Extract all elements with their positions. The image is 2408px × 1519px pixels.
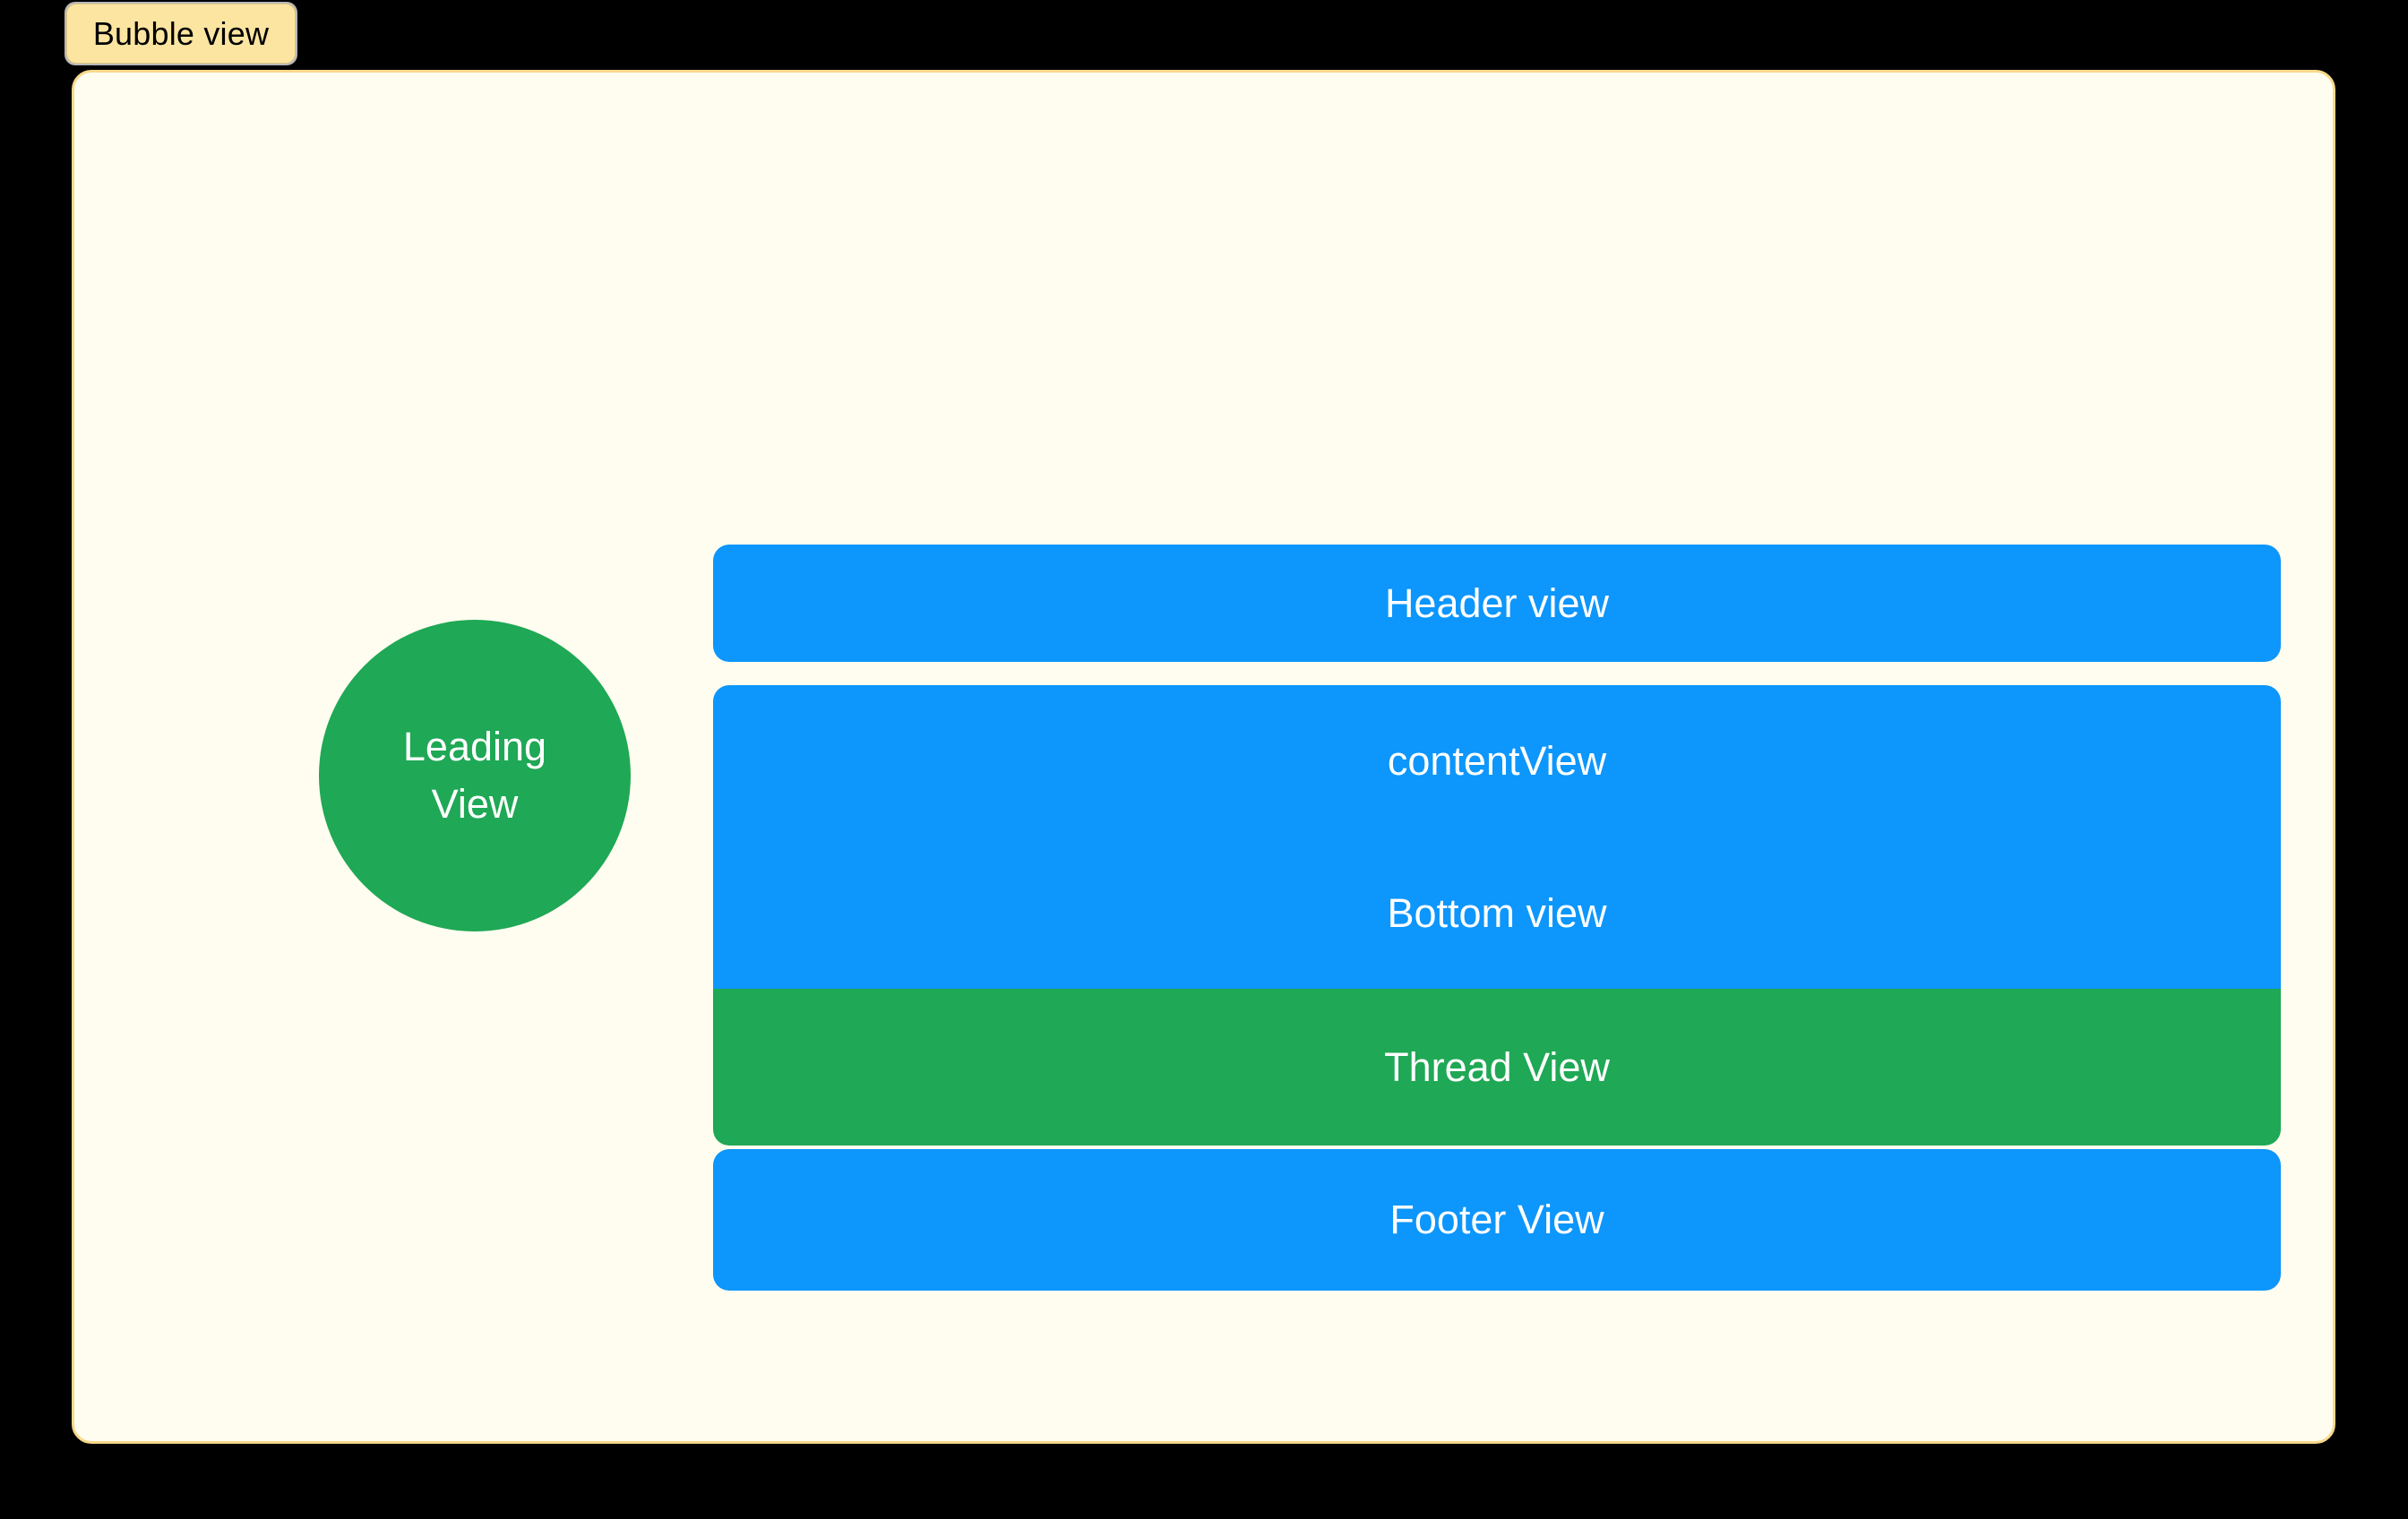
bubble-view-container: Leading View Header view contentView Bot… [72,70,2335,1444]
bubble-view-badge-label: Bubble view [66,4,296,64]
thread-view-label: Thread View [1384,1043,1610,1090]
thread-view-bar[interactable]: Thread View [713,989,2281,1146]
header-view-label: Header view [1384,579,1610,626]
leading-view-label-line1: Leading [402,724,547,770]
bottom-view-label: Bottom view [1387,890,1607,936]
header-view-bar[interactable]: Header view [713,545,2281,662]
leading-view-label-line2: View [431,781,519,827]
footer-view-bar[interactable]: Footer View [713,1149,2281,1291]
footer-view-label: Footer View [1389,1197,1604,1242]
bubble-view-badge[interactable]: Bubble view [64,2,297,65]
content-view-bar[interactable]: contentView Bottom view [713,685,2281,990]
content-view-label: contentView [1387,738,1607,784]
leading-view-circle[interactable]: Leading View [319,620,631,931]
